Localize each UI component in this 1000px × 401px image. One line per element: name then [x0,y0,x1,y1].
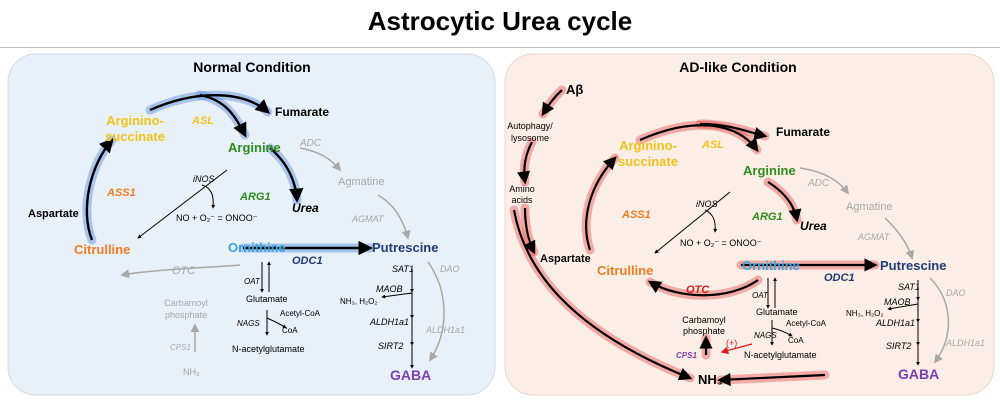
ad-carbamoyl-1: Carbamoyl [682,315,726,325]
normal-dao: DAO [440,264,460,274]
ad-sirt2: SIRT2 [886,341,911,351]
ad-plus-arrow [720,343,753,355]
normal-heading: Normal Condition [193,59,310,75]
normal-argininosuccinate-2: succinate [105,129,165,144]
ad-putrescine: Putrescine [880,258,946,273]
ad-adc: ADC [807,178,830,189]
ad-citrulline: Citrulline [597,263,653,278]
ad-argininosuccinate-1: Arginino- [619,138,677,153]
ad-n-acetylglutamate: N-acetylglutamate [744,350,817,360]
ad-nags: NAGS [754,331,777,340]
ad-dao: DAO [946,288,966,298]
normal-glutamate: Glutamate [246,294,288,304]
ad-otc: OTC [686,284,710,296]
normal-aldh1a1-right: ALDH1a1 [425,325,465,335]
ad-panel [504,53,995,396]
ad-autophagy-2: lysosome [511,133,549,143]
normal-gaba: GABA [390,367,431,383]
normal-fumarate: Fumarate [275,105,329,119]
ad-agmat: AGMAT [857,232,891,242]
normal-sat1: SAT1 [392,264,414,274]
ad-autophagy-1: Autophagy/ [507,121,553,131]
ad-odc1: ODC1 [824,272,855,284]
ad-ornithine: Ornithine [742,258,800,273]
ad-gaba: GABA [898,366,939,382]
ad-fumarate: Fumarate [776,125,830,139]
normal-panel [7,53,496,396]
normal-adc: ADC [299,138,322,149]
normal-oat: OAT [244,277,261,286]
ad-arginine: Arginine [743,163,796,178]
ad-maob: MAOB [884,297,911,307]
ad-abeta: Aβ [566,82,583,97]
normal-agmat: AGMAT [351,214,385,224]
normal-citrulline: Citrulline [74,242,130,257]
ad-nh3-h2o2: NH₃, H₂O₂ [846,309,883,318]
ad-aldh1a1-left: ALDH1a1 [875,318,915,328]
normal-cps1: CPS1 [170,343,191,352]
normal-carbamoyl-2: phosphate [165,310,207,320]
ad-agmatine: Agmatine [846,201,892,213]
ad-thin-arrows [654,191,920,366]
ad-amino-2: acids [511,195,533,205]
normal-ass1: ASS1 [106,187,136,199]
ad-glutamate: Glutamate [756,307,798,317]
ad-nh3: NH₃ [698,372,723,387]
normal-urea: Urea [292,201,319,215]
normal-inos: iNOS [193,174,215,184]
ad-acetyl-coa: Acetyl-CoA [786,319,827,328]
normal-grey-arrows [120,147,445,362]
title-divider [0,47,1000,48]
normal-maob: MAOB [376,284,403,294]
normal-aldh1a1-left: ALDH1a1 [369,317,409,327]
normal-nh3: NH₃ [183,367,200,377]
normal-arg1: ARG1 [239,191,271,203]
ad-cps1: CPS1 [676,351,697,360]
ad-asl: ASL [701,139,724,151]
normal-argininosuccinate-1: Arginino- [106,113,164,128]
normal-agmatine: Agmatine [338,176,384,188]
page-title: Astrocytic Urea cycle [367,6,633,36]
normal-no-reaction: NO + O₂⁻ = ONOO⁻ [176,213,258,223]
normal-nh3-h2o2: NH₃, H₂O₂ [340,297,377,306]
normal-aspartate: Aspartate [28,208,79,220]
normal-odc1: ODC1 [292,255,323,267]
normal-ornithine: Ornithine [228,240,286,255]
ad-amino-1: Amino [509,184,535,194]
normal-acetyl-coa: Acetyl-CoA [280,309,321,318]
ad-sat1: SAT1 [898,282,920,292]
normal-thin-arrows [137,169,414,369]
ad-no-reaction: NO + O₂⁻ = ONOO⁻ [680,238,762,248]
ad-ass1: ASS1 [621,209,651,221]
normal-nags: NAGS [237,319,260,328]
ad-heading: AD-like Condition [679,59,796,75]
ad-grey-arrows [799,167,949,364]
ad-main-arrows [512,89,878,387]
ad-aldh1a1-right: ALDH1a1 [945,338,985,348]
ad-carbamoyl-2: phosphate [683,326,725,336]
ad-arg1: ARG1 [751,211,783,223]
normal-arginine: Arginine [228,140,281,155]
normal-otc: OTC [172,265,195,277]
ad-plus: (+) [726,338,737,348]
normal-main-arrows [85,93,373,256]
ad-inos: iNOS [696,199,718,209]
normal-sirt2: SIRT2 [378,341,403,351]
normal-carbamoyl-1: Carbamoyl [164,298,208,308]
normal-putrescine: Putrescine [372,240,438,255]
ad-argininosuccinate-2: succinate [618,154,678,169]
normal-n-acetylglutamate: N-acetylglutamate [232,344,305,354]
normal-asl: ASL [191,115,214,127]
ad-coa: CoA [788,336,804,345]
ad-aspartate: Aspartate [540,253,591,265]
ad-urea: Urea [800,219,827,233]
normal-coa: CoA [282,326,298,335]
ad-oat: OAT [752,291,769,300]
